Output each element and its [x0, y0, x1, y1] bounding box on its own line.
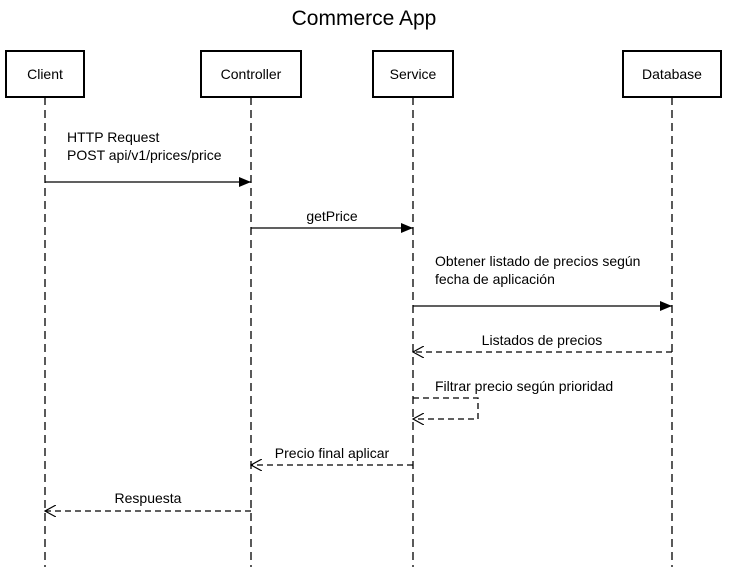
message-filtrar-precio: Filtrar precio según prioridad [413, 378, 613, 419]
message-arrow-filtrar-precio [413, 397, 479, 419]
participant-box-client [5, 50, 85, 98]
message-respuesta: Respuesta [45, 490, 251, 511]
diagram-title: Commerce App [292, 7, 437, 30]
message-label-http-request-line2: POST api/v1/prices/price [67, 147, 222, 163]
message-get-price: getPrice [251, 208, 413, 233]
message-label-precio-final: Precio final aplicar [275, 445, 390, 461]
message-label-http-request-line1: HTTP Request [67, 129, 159, 145]
message-label-filtrar-precio: Filtrar precio según prioridad [435, 378, 613, 394]
message-label-obtener-listado-line1: Obtener listado de precios según [435, 253, 640, 269]
participant-box-service [372, 50, 454, 98]
participant-label-controller: Controller [221, 66, 282, 82]
message-http-request: HTTP Request POST api/v1/prices/price [45, 129, 251, 187]
message-label-obtener-listado-line2: fecha de aplicación [435, 271, 555, 287]
message-label-respuesta: Respuesta [115, 490, 182, 506]
participant-box-database [622, 50, 722, 98]
participant-service: Service [372, 50, 454, 567]
message-obtener-listado: Obtener listado de precios según fecha d… [413, 253, 672, 311]
message-label-listados-precios: Listados de precios [482, 332, 603, 348]
participant-controller: Controller [200, 50, 302, 567]
participant-client: Client [5, 50, 85, 567]
message-precio-final: Precio final aplicar [251, 445, 413, 465]
participant-box-controller [200, 50, 302, 98]
message-listados-precios: Listados de precios [413, 332, 672, 352]
participant-label-service: Service [390, 66, 437, 82]
participant-database: Database [622, 50, 722, 567]
participant-label-client: Client [27, 66, 63, 82]
participant-label-database: Database [642, 66, 702, 82]
message-label-get-price: getPrice [306, 208, 358, 224]
